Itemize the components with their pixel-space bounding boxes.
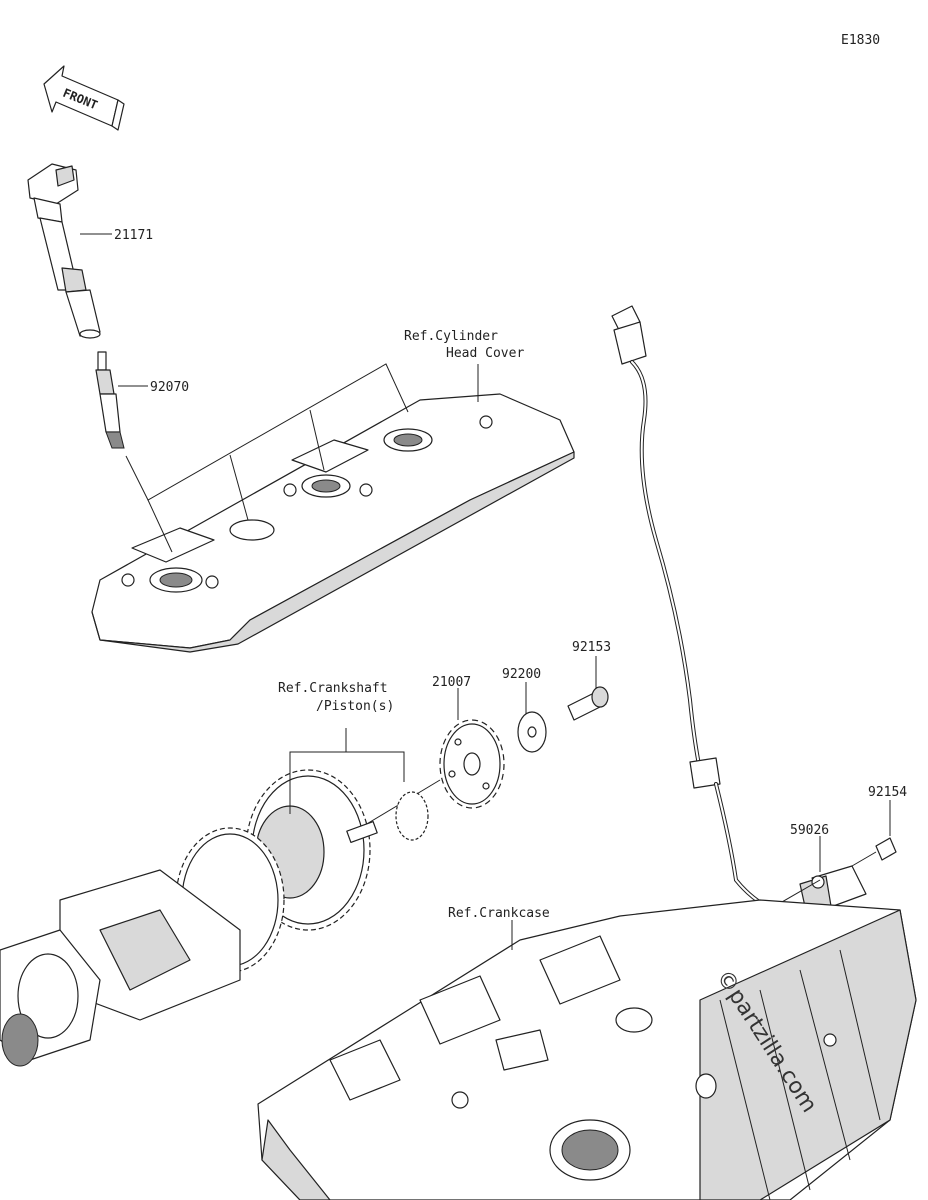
front-arrow-icon: FRONT bbox=[43, 65, 125, 131]
ref-crankshaft-line2: /Piston(s) bbox=[316, 699, 394, 714]
diagram-code: E1830 bbox=[841, 33, 880, 48]
part-number-59026[interactable]: 59026 bbox=[790, 823, 829, 838]
ref-crankshaft-line1: Ref.Crankshaft bbox=[278, 681, 388, 696]
rotor-bolt-part[interactable] bbox=[567, 686, 609, 721]
part-number-92200[interactable]: 92200 bbox=[502, 667, 541, 682]
cylinder-head-cover bbox=[91, 393, 575, 653]
crankshaft-assembly bbox=[0, 769, 429, 1067]
crankcase bbox=[257, 899, 917, 1200]
ref-cylinder-head-cover-line2: Head Cover bbox=[446, 346, 524, 361]
sensor-bolt-part[interactable] bbox=[851, 837, 897, 867]
ignition-coil-part[interactable] bbox=[27, 163, 101, 339]
part-number-92070[interactable]: 92070 bbox=[150, 380, 189, 395]
ref-crankcase: Ref.Crankcase bbox=[448, 906, 550, 921]
part-number-21007[interactable]: 21007 bbox=[432, 675, 471, 690]
ref-cylinder-head-cover-line1: Ref.Cylinder bbox=[404, 329, 498, 344]
part-number-92153[interactable]: 92153 bbox=[572, 640, 611, 655]
sensor-cable bbox=[611, 305, 820, 923]
washer-part[interactable] bbox=[517, 711, 547, 753]
rotor-gear-part[interactable] bbox=[439, 719, 505, 809]
part-number-92154[interactable]: 92154 bbox=[868, 785, 907, 800]
spark-plug-part[interactable] bbox=[95, 351, 125, 449]
part-number-21171[interactable]: 21171 bbox=[114, 228, 153, 243]
